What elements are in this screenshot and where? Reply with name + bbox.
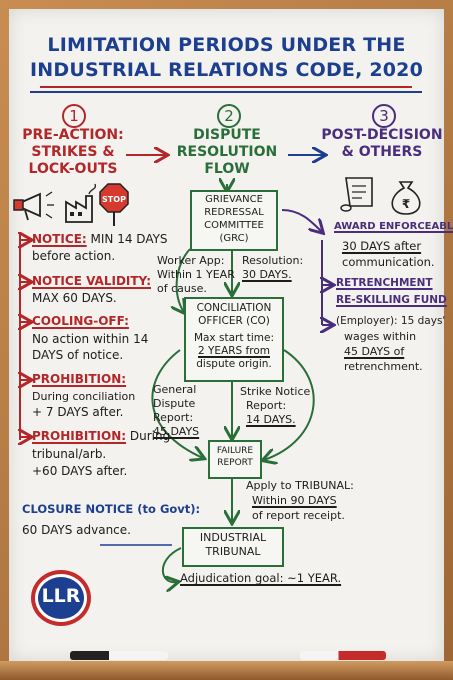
cooling-line-1: No action within 14 [32,332,149,346]
grc-line-3: COMMITTEE [204,220,264,231]
notice-label: NOTICE: [32,232,87,246]
column-3-heading-2: & OTHERS [341,144,423,160]
llr-logo-text: LLR [41,585,81,607]
tribunal-line-2: TRIBUNAL [205,545,261,558]
resolution-line-1: Resolution: [242,254,304,267]
adjudication-goal: Adjudication goal: ~1 YEAR. [180,571,342,585]
worker-app-line-1: Worker App: [157,254,225,267]
closure-text: 60 DAYS advance. [22,523,131,537]
column-2-heading-2: RESOLUTION [176,144,278,160]
rupee-symbol: ₹ [402,197,410,211]
prohibition-1-line-2: + 7 DAYS after. [32,405,124,419]
resolution-line-2: 30 DAYS. [242,268,292,281]
title-underline-red [40,86,412,88]
strike-report-line-2: Report: [246,399,287,412]
co-line-1: CONCILIATION [196,302,272,314]
prohibition-1-label: PROHIBITION: [32,372,127,386]
co-line-2: OFFICER (CO) [198,315,270,327]
cooling-label: COOLING-OFF: [32,314,129,328]
co-max-line-1: Max start time: [193,332,275,344]
tribunal-line-1: INDUSTRIAL [199,531,267,544]
retrench-label-1: RETRENCHMENT [336,277,433,289]
grc-line-1: GRIEVANCE [205,194,263,205]
prohibition-2-line: PROHIBITION: During [32,429,171,443]
grc-line-4: (GRC) [219,233,249,244]
retrench-line-1: (Employer): 15 days' [336,315,446,327]
column-2-heading-1: DISPUTE [193,127,261,143]
prohibition-2-line-3: +60 DAYS after. [32,464,128,478]
general-report-line-2: Dispute [153,397,196,410]
prohibition-2-label: PROHIBITION: [32,429,127,443]
validity-label: NOTICE VALIDITY: [32,274,152,288]
apply-line-1: Apply to TRIBUNAL: [246,479,354,492]
strike-report-line-3: 14 DAYS. [246,413,296,426]
conciliation-officer-box: CONCILIATION OFFICER (CO) Max start time… [184,297,284,382]
award-line-2: communication. [342,255,435,269]
page-title-line-2: INDUSTRIAL RELATIONS CODE, 2020 [29,59,424,81]
llr-logo: LLR [31,570,91,626]
cooling-line-2: DAYS of notice. [32,348,124,362]
prohibition-2-line-2: tribunal/arb. [32,447,107,461]
column-1-heading-2: STRIKES & [31,144,115,160]
award-label: AWARD ENFORCEABLE: [334,221,453,232]
page-title-line-1: LIMITATION PERIODS UNDER THE [47,34,406,56]
notice-text: MIN 14 DAYS [90,232,168,246]
black-marker [70,651,168,660]
title-underline-blue [30,91,422,93]
red-marker [300,651,386,660]
marker-tray [0,661,453,680]
apply-line-3: of report receipt. [252,509,345,522]
column-3-number: 3 [372,104,396,128]
retrench-label-2: RE-SKILLING FUND [336,294,447,306]
column-1-heading-3: LOCK-OUTS [28,161,118,177]
award-line-1: 30 DAYS after [342,239,422,253]
failure-report-box: FAILURE REPORT [208,440,262,479]
industrial-tribunal-box: INDUSTRIAL TRIBUNAL [182,527,284,567]
general-report-line-1: General [153,383,197,396]
notice-sub: before action. [32,249,116,263]
grc-box: GRIEVANCE REDRESSAL COMMITTEE (GRC) [190,190,278,251]
apply-line-2: Within 90 DAYS [252,494,337,507]
column-2-number: 2 [217,104,241,128]
column-2-heading-3: FLOW [204,161,250,177]
stop-label: STOP [102,195,126,204]
strike-report-line-1: Strike Notice [240,385,311,398]
column-3-heading-1: POST-DECISION [321,127,443,143]
failure-line-1: FAILURE [216,446,254,456]
failure-line-2: REPORT [217,458,253,468]
worker-app-line-2: Within 1 YEAR [157,268,235,281]
retrench-line-2: wages within [344,330,417,343]
general-report-line-3: Report: [153,411,194,424]
closure-label: CLOSURE NOTICE (to Govt): [22,502,201,516]
general-report-line-4: 45 DAYS [153,425,200,438]
grc-line-2: REDRESSAL [204,207,264,218]
column-1-number: 1 [62,104,86,128]
notice-line: NOTICE: MIN 14 DAYS [32,232,168,246]
prohibition-2-tail: During [129,429,171,443]
column-1-heading-1: PRE-ACTION: [22,127,124,143]
worker-app-line-3: of cause. [157,282,207,295]
retrench-line-4: retrenchment. [344,360,423,373]
retrench-line-3: 45 DAYS of [344,345,405,358]
co-max-line-3: dispute origin. [196,358,272,370]
co-max-line-2: 2 YEARS from [198,345,270,357]
validity-text: MAX 60 DAYS. [32,291,117,305]
prohibition-1-line-1: During conciliation [32,390,136,403]
